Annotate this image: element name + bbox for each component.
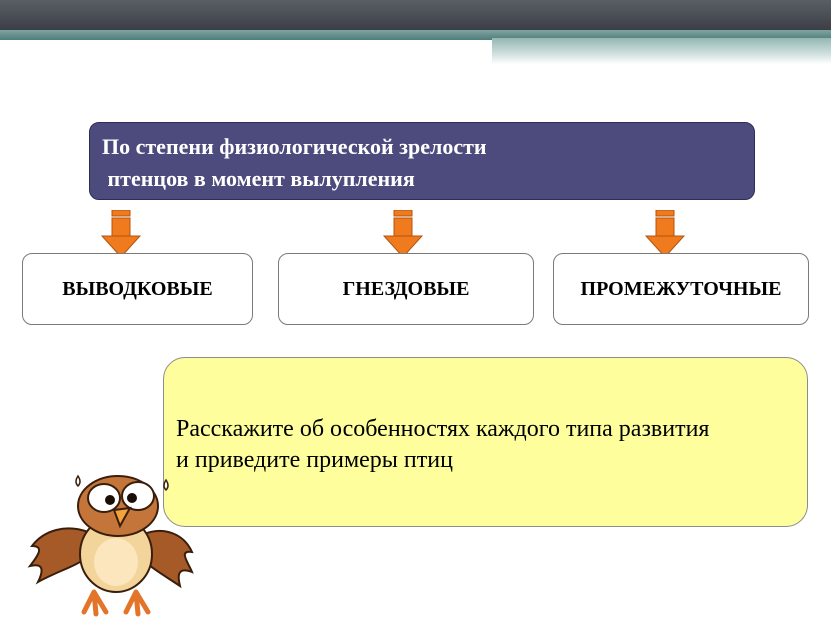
header-line-1: По степени физиологической зрелости	[102, 134, 487, 159]
type-box-intermediate: ПРОМЕЖУТОЧНЫЕ	[553, 253, 809, 325]
down-arrow-icon	[101, 210, 141, 258]
top-bar	[0, 0, 831, 30]
top-bar-accent	[0, 30, 831, 40]
down-arrow-icon	[645, 210, 685, 258]
task-line-2: и приведите примеры птиц	[176, 447, 453, 473]
down-arrow-icon	[383, 210, 423, 258]
owl-illustration	[27, 474, 194, 617]
title-fade-strip	[492, 38, 831, 64]
type-label: ГНЕЗДОВЫЕ	[342, 277, 470, 300]
type-label: ВЫВОДКОВЫЕ	[62, 277, 213, 300]
type-box-precocial: ВЫВОДКОВЫЕ	[22, 253, 253, 325]
type-label: ПРОМЕЖУТОЧНЫЕ	[580, 277, 782, 300]
header-line-2: птенцов в момент вылупления	[102, 166, 415, 191]
task-line-1: Расскажите об особенностях каждого типа …	[176, 416, 710, 442]
classification-header: По степени физиологической зрелости птен…	[89, 122, 755, 200]
type-box-altricial: ГНЕЗДОВЫЕ	[278, 253, 534, 325]
task-box: Расскажите об особенностях каждого типа …	[163, 357, 808, 527]
